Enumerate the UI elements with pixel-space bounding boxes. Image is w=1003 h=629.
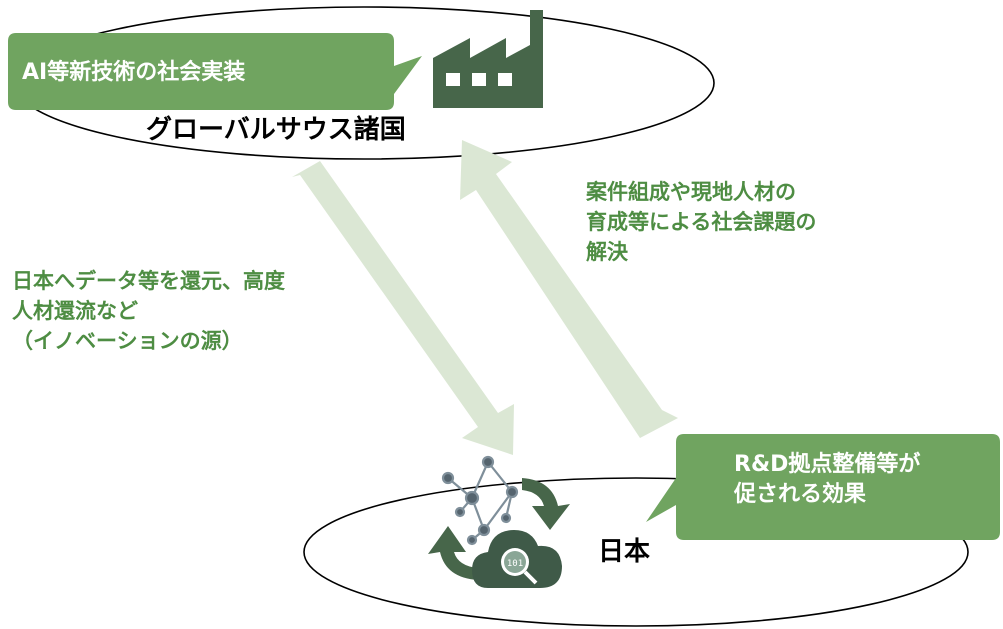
bottom-callout-label: R&D拠点整備等が 促される効果 [734, 450, 920, 510]
cycle-arrows-icon [428, 478, 570, 580]
down-flow-description: 日本へデータ等を還元、高度 人材還流など （イノベーションの源） [12, 266, 285, 356]
up-flow-line: 案件組成や現地人材の [586, 180, 796, 204]
bottom-callout-line: R&D拠点整備等が [734, 452, 921, 477]
cloud-data-icon: 101 [472, 530, 562, 588]
global-south-label: グローバルサウス諸国 [146, 115, 406, 145]
bottom-callout-line: 促される効果 [734, 482, 867, 507]
up-flow-description: 案件組成や現地人材の 育成等による社会課題の 解決 [586, 177, 816, 267]
network-icon [441, 455, 519, 546]
japan-ellipse [303, 477, 969, 627]
bottom-callout [646, 434, 1000, 540]
top-callout-label: AI等新技術の社会実装 [22, 60, 246, 85]
factory-icon [433, 10, 543, 108]
top-callout [8, 33, 422, 110]
up-flow-line: 育成等による社会課題の [586, 210, 817, 234]
down-flow-line: （イノベーションの源） [12, 329, 243, 353]
up-flow-arrow [460, 140, 678, 438]
japan-label: 日本 [598, 537, 651, 567]
down-flow-line: 人材還流など [12, 299, 138, 323]
up-flow-line: 解決 [586, 240, 628, 264]
svg-text:101: 101 [507, 559, 523, 569]
down-flow-arrow [292, 161, 514, 455]
down-flow-line: 日本へデータ等を還元、高度 [12, 269, 285, 293]
